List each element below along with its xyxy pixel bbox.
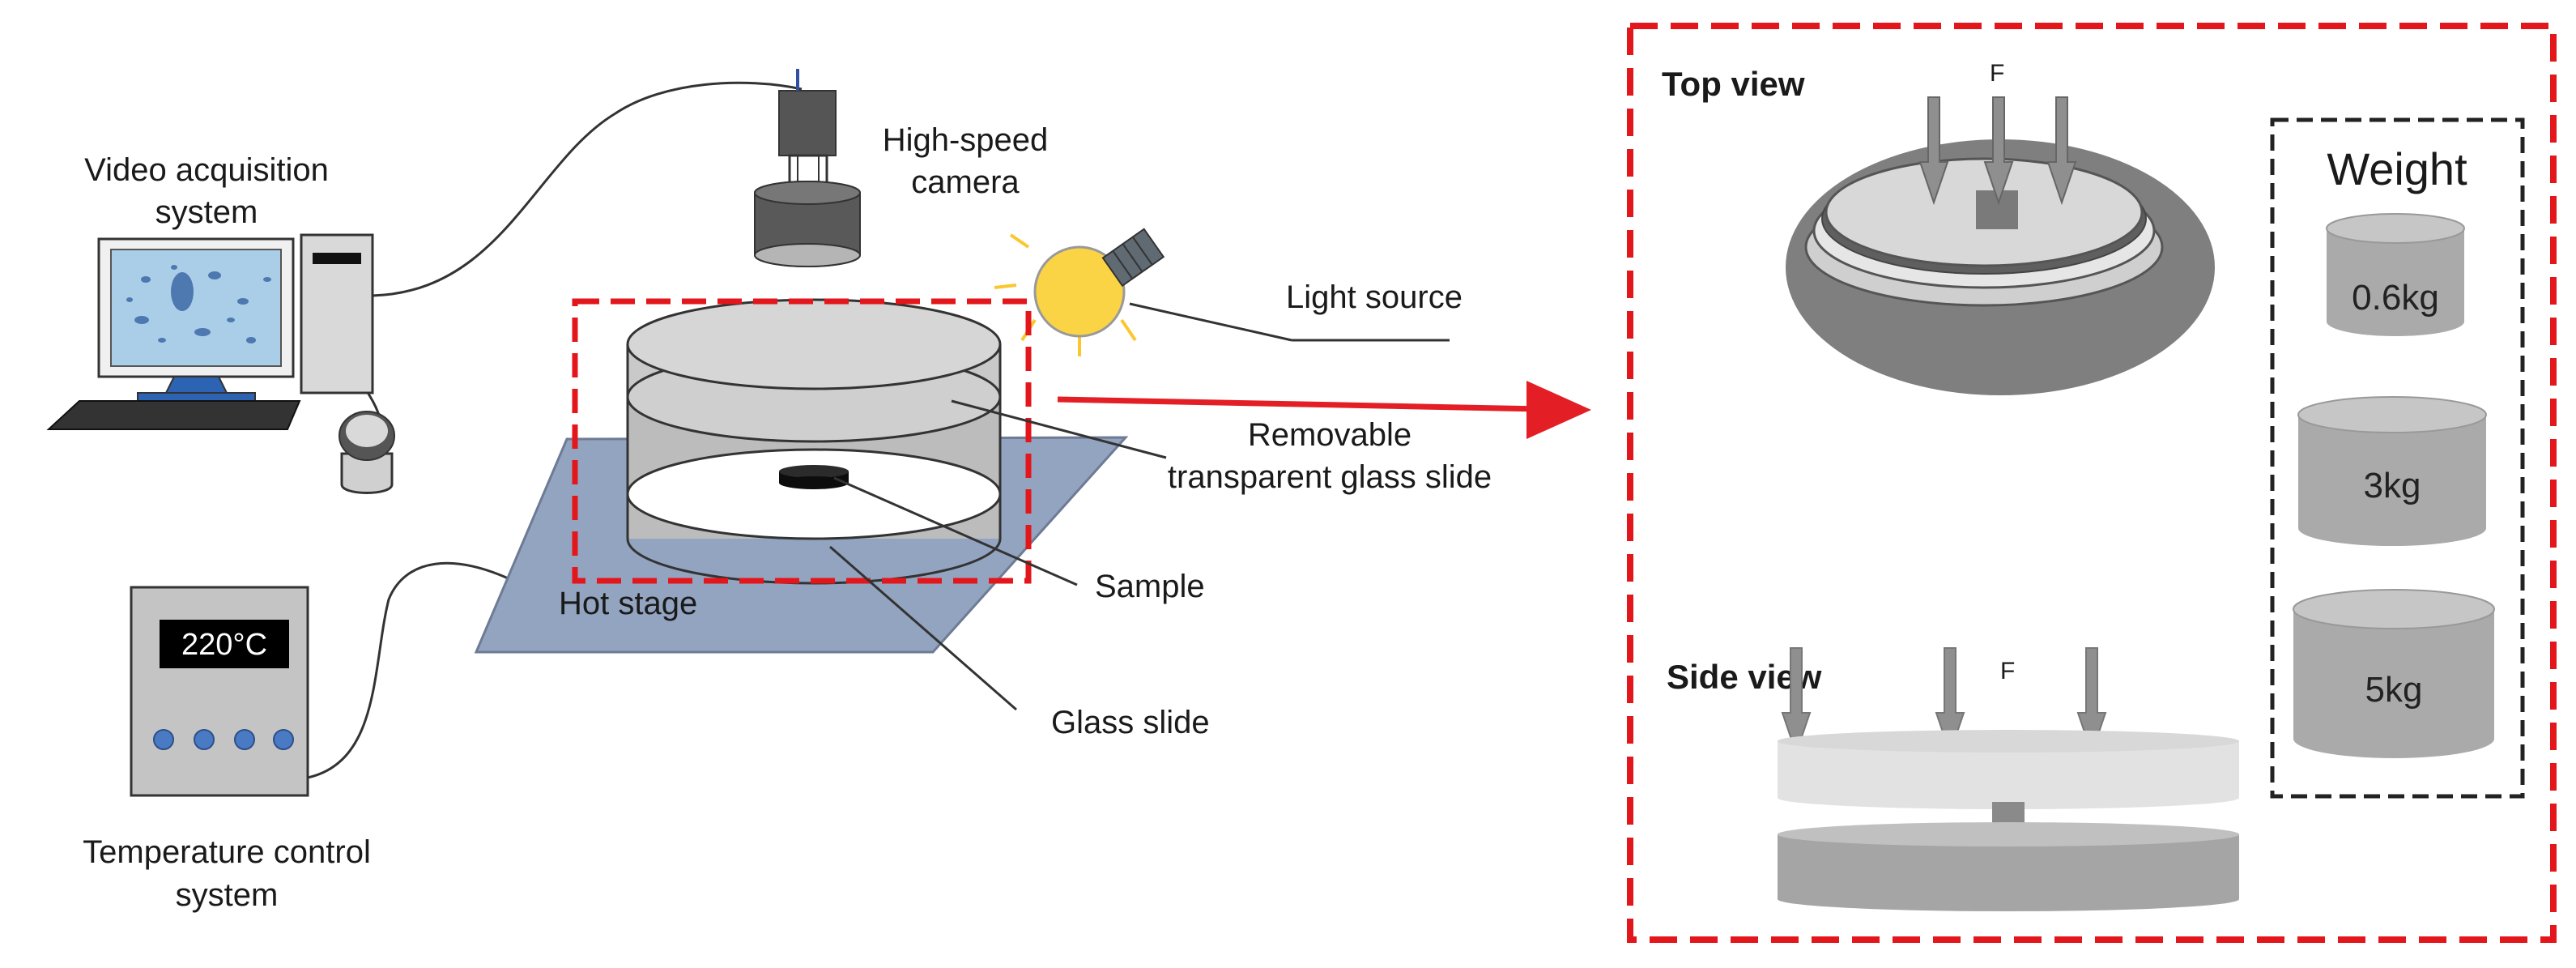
- keyboard: [46, 400, 301, 430]
- sample-label: Sample: [1095, 569, 1205, 604]
- temperature-cable: [307, 561, 519, 779]
- video-acquisition-label-line2: system: [155, 194, 258, 230]
- glass-slide-leader: [829, 545, 1017, 711]
- weight-title: Weight: [2327, 143, 2467, 194]
- screen-particles: [126, 265, 271, 343]
- high-speed-camera-label-line1: High-speed: [883, 122, 1049, 158]
- top-view-assembly: F: [1786, 60, 2215, 395]
- camera-cable: [372, 81, 803, 297]
- temperature-display: [160, 620, 289, 668]
- detail-panel: [1627, 23, 2557, 943]
- high-speed-camera-label-line2: camera: [911, 164, 1020, 200]
- weight-1: [2326, 213, 2465, 336]
- high-speed-camera: [754, 69, 861, 267]
- mouse: [338, 411, 395, 494]
- glass-slide-label: Glass slide: [1051, 705, 1210, 740]
- light-source: [994, 228, 1165, 356]
- knob-4: [273, 729, 294, 750]
- temperature-control-label-line2: system: [176, 877, 279, 913]
- weight-1-label: 0.6kg: [2352, 278, 2439, 318]
- knob-1: [153, 729, 174, 750]
- sample: [779, 465, 849, 489]
- video-acquisition-label-line1: Video acquisition: [84, 152, 329, 188]
- side-view-assembly: F: [1778, 647, 2239, 911]
- central-dashed-box: [572, 298, 1032, 584]
- weight-2-label: 3kg: [2364, 466, 2421, 505]
- light-source-label: Light source: [1286, 279, 1463, 315]
- top-view-force-label: F: [1990, 60, 2004, 87]
- weight-box: [2270, 117, 2525, 799]
- side-view-force-label: F: [2000, 658, 2015, 684]
- temperature-display-value: 220°C: [181, 628, 267, 662]
- knob-3: [234, 729, 255, 750]
- detail-arrow-head: [1526, 381, 1591, 439]
- monitor: [97, 237, 295, 403]
- top-view-label: Top view: [1662, 65, 1805, 103]
- weight-3: [2293, 589, 2495, 758]
- glass-cylinder: [626, 298, 1002, 585]
- computer: [46, 233, 395, 494]
- weight-2: [2297, 396, 2487, 546]
- removable-slide-label-line1: Removable: [1248, 417, 1411, 453]
- temperature-controller: 220°C: [130, 586, 309, 797]
- temperature-control-label-line1: Temperature control: [83, 834, 371, 870]
- removable-slide-label-line2: transparent glass slide: [1168, 459, 1492, 495]
- monitor-screen: [110, 249, 282, 367]
- sample-leader: [833, 476, 1078, 586]
- top-view-force-arrows: [1918, 96, 2077, 206]
- computer-tower: [300, 233, 374, 394]
- knob-2: [194, 729, 215, 750]
- bulb: [1033, 245, 1126, 338]
- hot-stage-label: Hot stage: [559, 586, 697, 621]
- weight-3-label: 5kg: [2365, 670, 2423, 710]
- removable-slide-leader: [951, 399, 1167, 459]
- detail-arrow: [1057, 396, 1543, 412]
- light-source-leader: [1129, 302, 1292, 342]
